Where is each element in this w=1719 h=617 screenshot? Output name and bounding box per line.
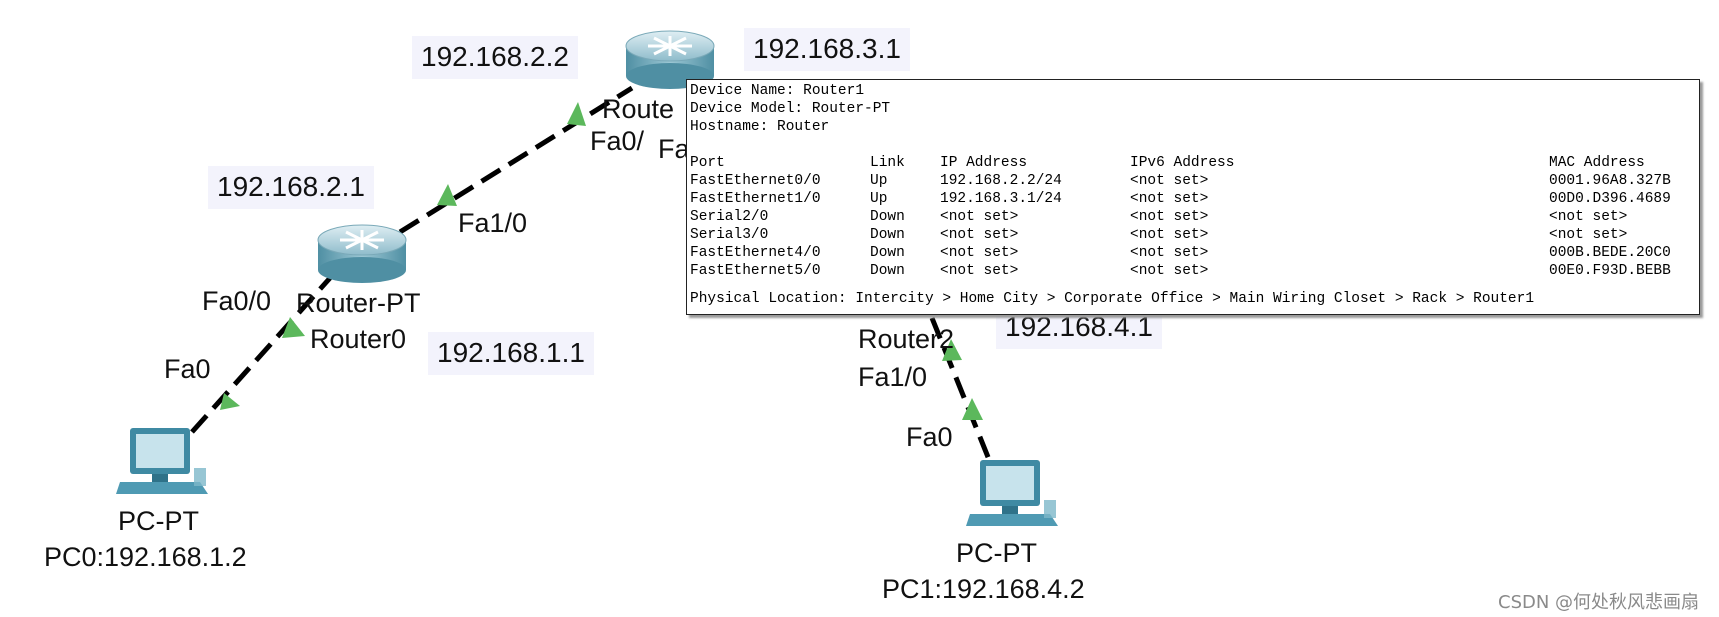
table-cell-port: Serial2/0: [690, 209, 769, 225]
table-cell-mac: <not set>: [1549, 209, 1628, 225]
tooltip-device-name: Device Name: Router1: [690, 83, 865, 99]
link-up-arrow: [282, 317, 305, 338]
router0-icon[interactable]: [317, 224, 407, 283]
table-cell-mac: 000B.BEDE.20C0: [1549, 245, 1671, 261]
pc0-name-label: PC0:192.168.1.2: [44, 542, 247, 572]
table-cell-ip: <not set>: [940, 227, 1019, 243]
tooltip-device-model: Device Model: Router-PT: [690, 101, 891, 117]
table-cell-ip: <not set>: [940, 209, 1019, 225]
table-cell-ip: 192.168.2.2/24: [940, 173, 1062, 189]
table-cell-port: FastEthernet5/0: [690, 263, 821, 279]
table-cell-link: Down: [870, 263, 905, 279]
ip-label-router1-left[interactable]: 192.168.2.2: [412, 36, 578, 79]
router0-name-label: Router0: [310, 324, 407, 354]
table-cell-link: Up: [870, 173, 888, 189]
table-cell-mac: 0001.96A8.327B: [1549, 173, 1671, 189]
table-cell-link: Down: [870, 227, 905, 243]
table-cell-link: Down: [870, 209, 905, 225]
table-cell-mac: 00E0.F93D.BEBB: [1549, 263, 1671, 279]
link-up-arrow: [962, 398, 983, 420]
table-cell-ipv6: <not set>: [1130, 209, 1209, 225]
router0-type-label: Router-PT: [296, 288, 421, 318]
table-cell-ipv6: <not set>: [1130, 227, 1209, 243]
pc1-name-label: PC1:192.168.4.2: [882, 574, 1085, 604]
link-up-arrow: [567, 102, 586, 126]
router0-port-label-fa10: Fa1/0: [458, 208, 528, 238]
router1-name-label: Route: [602, 94, 675, 124]
table-cell-ipv6: <not set>: [1130, 191, 1209, 207]
table-cell-mac: 00D0.D396.4689: [1549, 191, 1671, 207]
ip-label-router0-bottom[interactable]: 192.168.1.1: [428, 332, 594, 375]
table-cell-port: Serial3/0: [690, 227, 769, 243]
table-cell-ip: <not set>: [940, 245, 1019, 261]
link-up-arrow: [437, 184, 457, 206]
tooltip-physical-location: Physical Location: Intercity > Home City…: [690, 291, 1535, 307]
router2-port-label-fa10: Fa1/0: [858, 362, 928, 392]
router2-name-label: Router2: [858, 324, 955, 354]
tooltip-header-link: Link: [870, 155, 905, 171]
table-cell-port: FastEthernet1/0: [690, 191, 821, 207]
router0-port-label-fa00: Fa0/0: [202, 286, 272, 316]
link-router0-router1[interactable]: [398, 85, 634, 235]
tooltip-hostname: Hostname: Router: [690, 119, 830, 135]
pc0-port-label-fa0: Fa0: [164, 354, 211, 384]
link-pc0-router0[interactable]: [190, 276, 332, 434]
pc1-icon[interactable]: [966, 460, 1058, 526]
table-cell-mac: <not set>: [1549, 227, 1628, 243]
pc1-type-label: PC-PT: [956, 538, 1037, 568]
table-cell-ip: 192.168.3.1/24: [940, 191, 1062, 207]
ip-label-router1-right[interactable]: 192.168.3.1: [744, 28, 910, 71]
tooltip-header-ip: IP Address: [940, 155, 1028, 171]
router1-icon[interactable]: [625, 30, 715, 89]
pc0-icon[interactable]: [116, 428, 208, 494]
table-cell-link: Up: [870, 191, 888, 207]
link-up-arrow: [942, 339, 962, 361]
table-cell-port: FastEthernet0/0: [690, 173, 821, 189]
tooltip-header-mac: MAC Address: [1549, 155, 1645, 171]
table-cell-ipv6: <not set>: [1130, 263, 1209, 279]
table-cell-link: Down: [870, 245, 905, 261]
tooltip-header-ipv6: IPv6 Address: [1130, 155, 1235, 171]
pc1-port-label-fa0: Fa0: [906, 422, 953, 452]
table-cell-ipv6: <not set>: [1130, 173, 1209, 189]
link-router2-pc1[interactable]: [929, 317, 993, 463]
table-cell-ipv6: <not set>: [1130, 245, 1209, 261]
router1-info-tooltip: Device Name: Router1 Device Model: Route…: [686, 79, 1700, 315]
link-up-arrow: [220, 393, 240, 410]
table-cell-port: FastEthernet4/0: [690, 245, 821, 261]
tooltip-header-port: Port: [690, 155, 725, 171]
watermark: CSDN @何处秋风悲画扇: [1498, 592, 1700, 613]
ip-label-router0-top[interactable]: 192.168.2.1: [208, 166, 374, 209]
table-cell-ip: <not set>: [940, 263, 1019, 279]
router1-port-label-fa: Fa: [658, 134, 690, 164]
router1-port-label-fa0: Fa0/: [590, 126, 645, 156]
pc0-type-label: PC-PT: [118, 506, 199, 536]
